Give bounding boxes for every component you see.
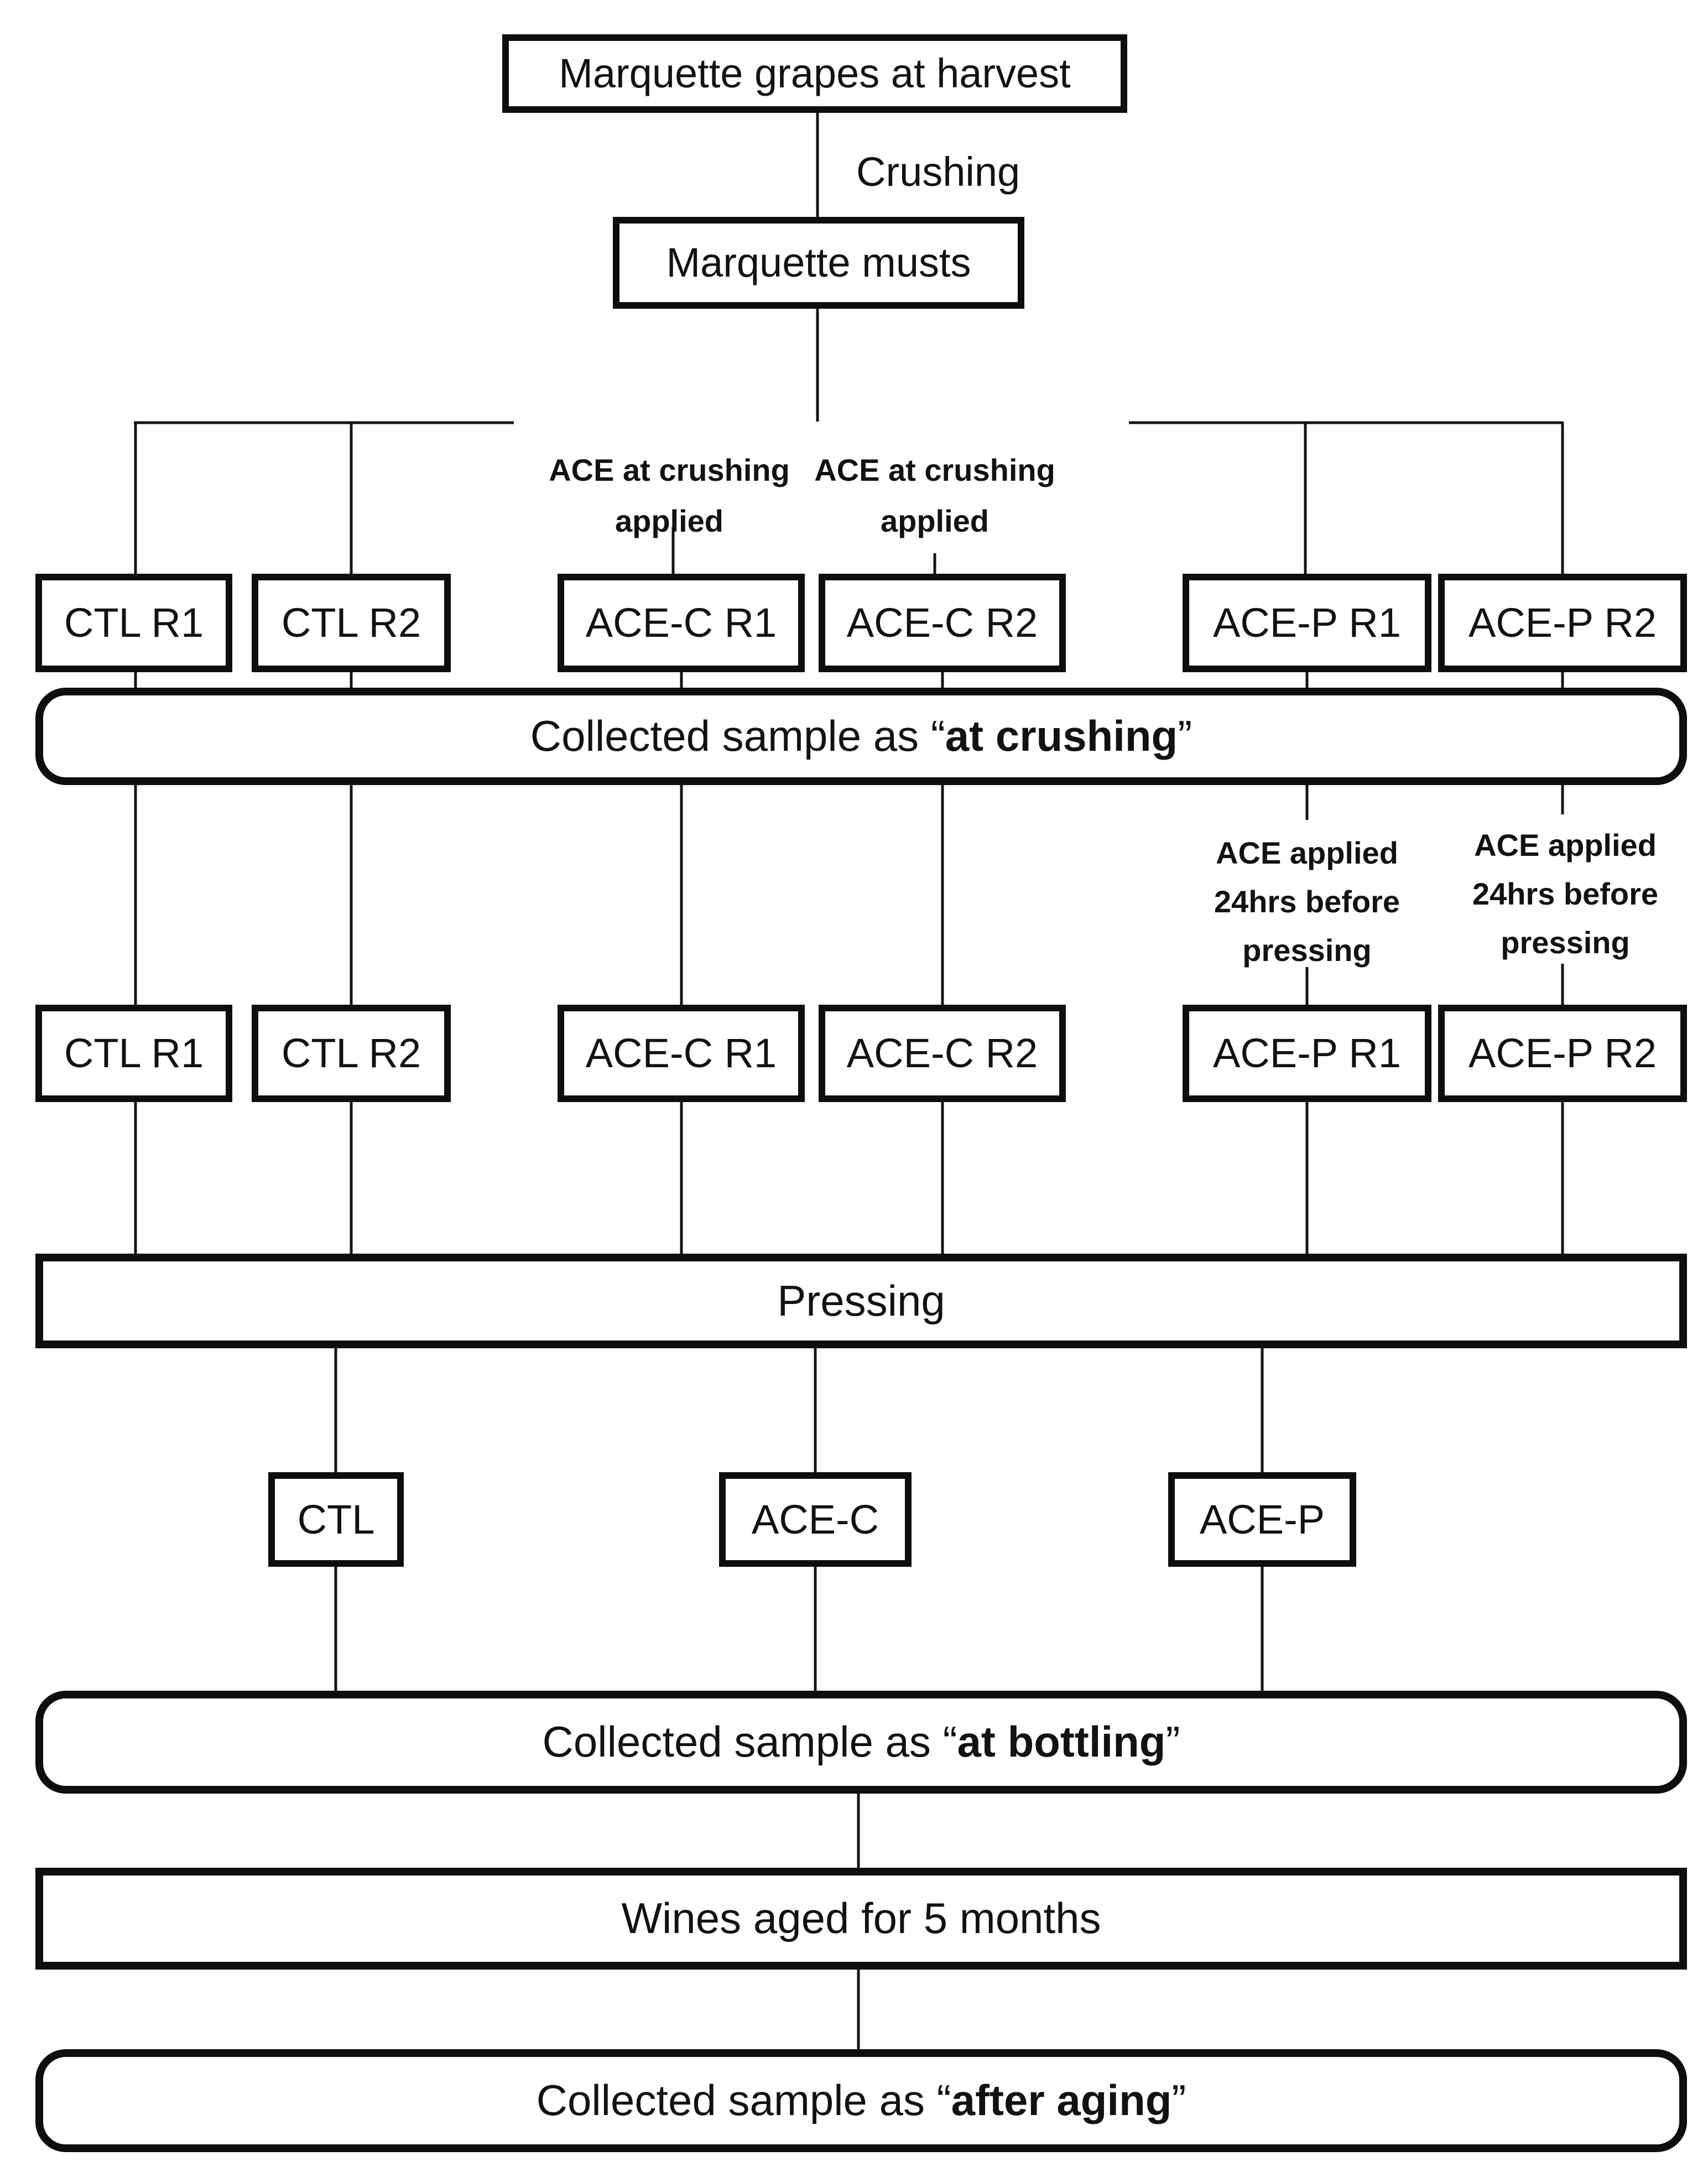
box-row1-ace-p-r2: ACE-P R2 [1438, 574, 1687, 672]
box-row2-ace-c-r1: ACE-C R1 [558, 1005, 805, 1102]
open-quote: “ [936, 2076, 951, 2125]
box-row1-ace-c-r2: ACE-C R2 [819, 574, 1066, 672]
box-label: ACE-P R2 [1469, 1030, 1657, 1077]
box-label: ACE-C R2 [846, 600, 1038, 646]
note-ace-before-pressing-1: ACE applied 24hrs before pressing [1169, 829, 1445, 975]
collected-prefix: Collected sample as [542, 1717, 943, 1767]
box-label: ACE-P R1 [1213, 600, 1401, 646]
note-line: 24hrs before [1214, 884, 1400, 919]
box-row2-ctl-r1: CTL R1 [35, 1005, 232, 1102]
box-label: ACE-P R1 [1213, 1030, 1401, 1077]
box-label: CTL R1 [64, 600, 204, 646]
collected-bold-phrase: at crushing [945, 711, 1178, 761]
close-quote: ” [1165, 1717, 1180, 1767]
box-label: ACE-C R2 [846, 1030, 1038, 1077]
bar-collected-at-bottling: Collected sample as “at bottling” [35, 1691, 1687, 1794]
collected-prefix: Collected sample as [530, 711, 931, 761]
open-quote: “ [930, 711, 945, 761]
bar-pressing: Pressing [35, 1254, 1687, 1348]
note-line: pressing [1501, 925, 1630, 960]
box-label: CTL R2 [281, 1030, 421, 1077]
box-ace-p: ACE-P [1168, 1472, 1356, 1567]
node-harvest-label: Marquette grapes at harvest [559, 50, 1071, 97]
box-label: CTL R2 [281, 600, 421, 646]
note-ace-at-crushing-2: ACE at crushing applied [796, 445, 1073, 547]
box-label: ACE-P R2 [1469, 600, 1657, 646]
box-row2-ace-c-r2: ACE-C R2 [819, 1005, 1066, 1102]
note-line: 24hrs before [1472, 876, 1659, 911]
note-line: applied [615, 503, 724, 538]
collected-bold-phrase: after aging [951, 2076, 1172, 2125]
box-label: CTL [297, 1496, 375, 1542]
box-label: ACE-C R1 [585, 600, 777, 646]
box-row2-ace-p-r1: ACE-P R1 [1183, 1005, 1431, 1102]
box-label: ACE-C R1 [585, 1030, 777, 1077]
note-line: ACE applied [1474, 828, 1657, 863]
box-row1-ace-p-r1: ACE-P R1 [1183, 574, 1431, 672]
box-row2-ace-p-r2: ACE-P R2 [1438, 1005, 1687, 1102]
edge-label-crushing: Crushing [856, 149, 1020, 195]
box-ctl: CTL [268, 1472, 404, 1567]
node-harvest: Marquette grapes at harvest [502, 34, 1127, 113]
collected-text: Collected sample as “at bottling” [543, 1718, 1180, 1766]
collected-bold-phrase: at bottling [957, 1717, 1166, 1767]
collected-text: Collected sample as “after aging” [536, 2076, 1186, 2125]
collected-text: Collected sample as “at crushing” [530, 711, 1193, 761]
note-ace-before-pressing-2: ACE applied 24hrs before pressing [1427, 821, 1704, 967]
box-label: ACE-P [1199, 1496, 1325, 1542]
note-ace-at-crushing-1: ACE at crushing applied [531, 445, 808, 547]
note-line: ACE applied [1216, 835, 1398, 870]
bar-wines-aged: Wines aged for 5 months [35, 1868, 1687, 1970]
box-label: ACE-C [751, 1496, 879, 1542]
aging-label: Wines aged for 5 months [621, 1894, 1101, 1943]
close-quote: ” [1178, 711, 1193, 761]
box-row1-ctl-r2: CTL R2 [252, 574, 451, 672]
collected-prefix: Collected sample as [536, 2076, 937, 2125]
node-musts: Marquette musts [613, 217, 1024, 309]
box-ace-c: ACE-C [719, 1472, 912, 1567]
node-musts-label: Marquette musts [666, 240, 971, 286]
pressing-label: Pressing [777, 1276, 945, 1325]
bar-collected-after-aging: Collected sample as “after aging” [35, 2049, 1687, 2152]
note-line: ACE at crushing [814, 453, 1055, 487]
box-row1-ace-c-r1: ACE-C R1 [558, 574, 805, 672]
open-quote: “ [942, 1717, 957, 1767]
box-row1-ctl-r1: CTL R1 [35, 574, 232, 672]
bar-collected-at-crushing: Collected sample as “at crushing” [35, 688, 1687, 785]
close-quote: ” [1171, 2076, 1186, 2125]
box-row2-ctl-r2: CTL R2 [252, 1005, 451, 1102]
note-line: applied [880, 503, 990, 538]
note-line: ACE at crushing [549, 453, 790, 487]
box-label: CTL R1 [64, 1030, 204, 1077]
note-line: pressing [1242, 933, 1372, 968]
